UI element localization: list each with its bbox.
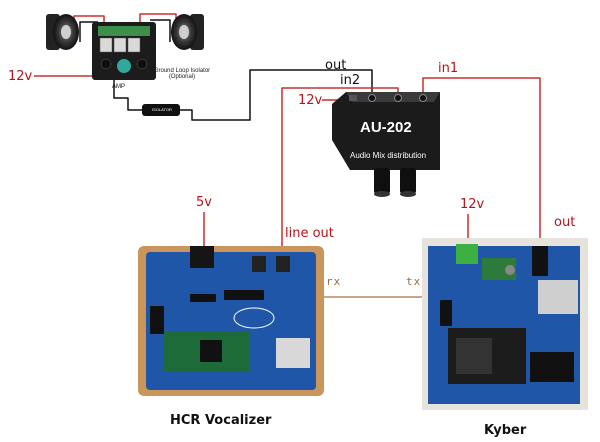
amp-power-label: 12v — [8, 69, 33, 84]
amp-isolator-wire — [113, 80, 142, 111]
au202-in1-label: in1 — [438, 61, 459, 76]
in1-wire — [422, 77, 541, 248]
speaker-wire — [79, 21, 98, 42]
isolator-device-text: ISOLATOR — [152, 107, 172, 112]
au202-knob-right — [400, 168, 416, 197]
vocalizer-power-label: 5v — [196, 195, 212, 210]
kyber-power-terminal — [456, 244, 478, 264]
au202-in2-jack — [394, 94, 402, 102]
speaker-left — [46, 14, 79, 50]
au202-power-port — [349, 95, 357, 101]
amp-board — [92, 22, 156, 80]
speaker-wire — [150, 19, 171, 42]
au202-title: AU-202 — [360, 119, 412, 136]
kyber-audio-jack — [532, 246, 548, 276]
speaker-right — [171, 14, 204, 50]
vocalizer-power-jack — [190, 246, 214, 268]
kyber-sd-slot — [538, 280, 578, 314]
au202-out-jack — [368, 94, 376, 102]
hcr-vocalizer-caption: HCR Vocalizer — [170, 413, 272, 428]
amplifier-assembly — [46, 14, 204, 116]
wires — [34, 13, 541, 298]
vocalizer-audio-jack — [252, 256, 266, 272]
au202-body — [332, 92, 440, 170]
au202-in2-label: in2 — [340, 73, 361, 88]
au202-knob-left — [374, 168, 390, 197]
vocalizer-line-out-jack — [276, 256, 290, 272]
kyber-board — [422, 238, 588, 410]
vocalizer-sd-slot — [276, 338, 310, 368]
tx-label: tx — [406, 275, 422, 288]
rx-label: rx — [326, 275, 342, 288]
au202-in1-jack — [419, 94, 427, 102]
line-out-label: line out — [285, 226, 334, 241]
au202-power-label: 12v — [298, 93, 323, 108]
au202-out-label: out — [325, 58, 347, 73]
au202-mixer — [332, 92, 440, 197]
ground-loop-isolator-label: Ground Loop Isolator (Optional) — [153, 68, 211, 80]
hcr-vocalizer-board — [138, 246, 324, 396]
amp-label: AMP — [112, 84, 126, 90]
kyber-caption: Kyber — [484, 423, 527, 438]
isolator-out-wire — [178, 69, 373, 121]
kyber-power-label: 12v — [460, 197, 485, 212]
ground-loop-isolator — [142, 104, 180, 116]
au202-subtitle: Audio Mix distribution — [350, 151, 427, 160]
kyber-out-label: out — [554, 215, 576, 230]
